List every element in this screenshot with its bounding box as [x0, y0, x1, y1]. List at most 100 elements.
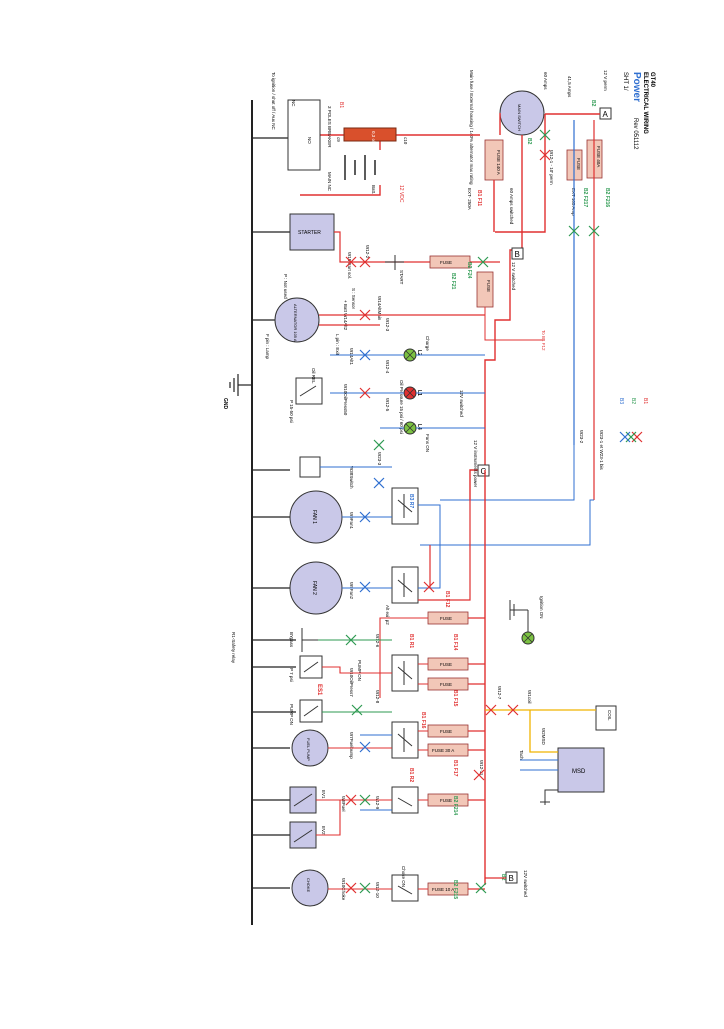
fuse-f21 [429, 255, 471, 269]
w2msd-label: W2MSD [541, 728, 546, 746]
fuse-f214-label: FUSE [440, 798, 452, 803]
start-label: START [399, 270, 404, 285]
fuse-f21-label: FUSE [440, 260, 452, 265]
start-switch [385, 255, 404, 270]
v12sw-label: 12 V switched [511, 262, 516, 291]
w23-2-label: W23-2 [579, 430, 584, 444]
alt-exit-label: Alt exit p2 [385, 605, 390, 625]
connector-b [511, 247, 524, 260]
lower-blue-wires [360, 734, 392, 811]
fuse-column: FUSE B1 F12 FUSE B1 F14 FUSE B1 F15 FUSE… [420, 591, 469, 899]
b1f11-label: B1 F11 [476, 190, 482, 206]
w7-label: W7Fuelpump [349, 732, 354, 759]
l-pin-label: L pin : Exit [335, 334, 340, 356]
b2f216-label: B2 F216 [604, 188, 610, 207]
relay-choke-contacts [397, 885, 413, 895]
fuse-f14-label: FUSE [440, 662, 452, 667]
fuse-f16-label: FUSE [440, 729, 452, 734]
lamp-wires [330, 354, 485, 429]
w14alt1-label: W14Alt1 [349, 348, 354, 366]
msd-ground [540, 789, 558, 805]
w12-8-label: W12-8 [375, 690, 380, 704]
amps-60-label: 60 Amps [543, 72, 548, 90]
ev2-valve [289, 821, 317, 849]
main-switch-label: MAIN SWITCH [517, 104, 522, 131]
w14main-label: W14AltMain [377, 296, 382, 321]
v12-switched-label: 12V switched [459, 390, 464, 417]
amps60sw-label: 60 Amps switched [509, 188, 514, 225]
oil-rel-label: Oil REL [311, 368, 316, 384]
p7-label: P 7 psi [289, 668, 294, 682]
b2-top-label: B2 [590, 100, 596, 107]
fan-relay-1-contacts [397, 494, 413, 518]
alternator-label: ALTERNATOR 105 A [293, 304, 298, 342]
alternator-wires [319, 314, 485, 326]
nc-label: NC [291, 100, 296, 107]
fuse-f215-label: FUSE 10 A [432, 887, 454, 892]
poles-breaker [287, 99, 321, 171]
ev1-symbol [293, 793, 313, 807]
no-label: NO [307, 137, 312, 144]
v12inst-label: 12 V instruments power [473, 440, 478, 488]
msd-label: MSD [572, 769, 586, 775]
w9fan1-label: W9Fan1 [349, 512, 354, 530]
sheet-number: SHT 1/ [622, 72, 628, 91]
connector-c [477, 464, 490, 477]
w12-11-label: W12-11 [479, 760, 484, 776]
ev1-label: EV1 [321, 790, 326, 799]
wire-cross-marks [345, 129, 600, 894]
connector-b2-label: B [509, 874, 514, 883]
b2-b-label: B2 [500, 874, 506, 881]
fan-feed-wire [418, 500, 471, 601]
legend: B1 B2 B3 [618, 398, 648, 443]
f-pin-label: F pin : Lamp [265, 334, 270, 360]
fuse-140a-label: FUSE 140 A [496, 150, 501, 175]
wire-w23-1 [420, 499, 594, 546]
lamp-l2-x [405, 350, 415, 360]
legend-b3: B3 [618, 398, 624, 404]
lamp-l1-x [405, 388, 415, 398]
b1f14-label: B1 F14 [452, 634, 458, 651]
ev2-label: EV2 [321, 826, 326, 835]
v12sw-bottom-label: 12V switched [523, 870, 528, 897]
relay-b1r2 [391, 786, 419, 814]
relay-b1r2-contacts [397, 797, 413, 807]
relay-choke [391, 874, 419, 902]
connector-c-label: C [481, 467, 487, 476]
b2f214-label: B2 F214 [452, 796, 458, 815]
v12dc-label: 12 VDC [398, 185, 404, 203]
coil-label: COIL [607, 710, 612, 721]
fuse-f15-label: FUSE [440, 682, 452, 687]
l4-label: L4 [416, 424, 422, 430]
w10oilpress7-label: W10OilPress7 [349, 668, 354, 697]
connector-a-label: A [603, 110, 609, 119]
pump-on2-label: PUMP ON [289, 704, 294, 725]
w1coil-label: W1coil [527, 690, 532, 704]
bypass-label: BYpass [289, 632, 294, 648]
legend-cross-green [625, 431, 637, 443]
lower-green-wires [318, 639, 392, 713]
choke-label: CHOKE [306, 878, 311, 893]
c10-label: c10 [403, 137, 408, 145]
battery-wire [299, 100, 480, 196]
msd-wires [520, 759, 558, 771]
b2-label-main: B2 [526, 138, 532, 145]
main-fuse-note: Main fuse / External housing / 140% alte… [469, 70, 474, 185]
relay-fuel-contacts [397, 728, 413, 752]
c9-label: c9 [336, 137, 341, 142]
w12-10-label: W12-10 [375, 882, 380, 898]
b2f21-label: B2 F21 [450, 273, 456, 290]
b1f12-label: B1 F12 [444, 591, 450, 608]
safety-relay-label: R1-Safety relay [231, 632, 236, 664]
b1r1-label: B1 R1 [408, 634, 414, 648]
v12-perm-label: 12 V perm [603, 70, 608, 91]
legend-cross-blue [619, 431, 631, 443]
w12-5-label: W12-5 [385, 398, 390, 412]
to-b1f12-label: To B1 F12 [541, 330, 546, 351]
fan-2-label: FAN 2 [311, 581, 317, 595]
fuse-f217-label: FUSE [576, 158, 581, 170]
ohms-label: 0,3 ohms [371, 131, 376, 150]
fan-1-label: FAN 1 [311, 510, 317, 524]
legend-b1: B1 [642, 398, 648, 404]
b1f17-label: B1 F17 [452, 760, 458, 777]
